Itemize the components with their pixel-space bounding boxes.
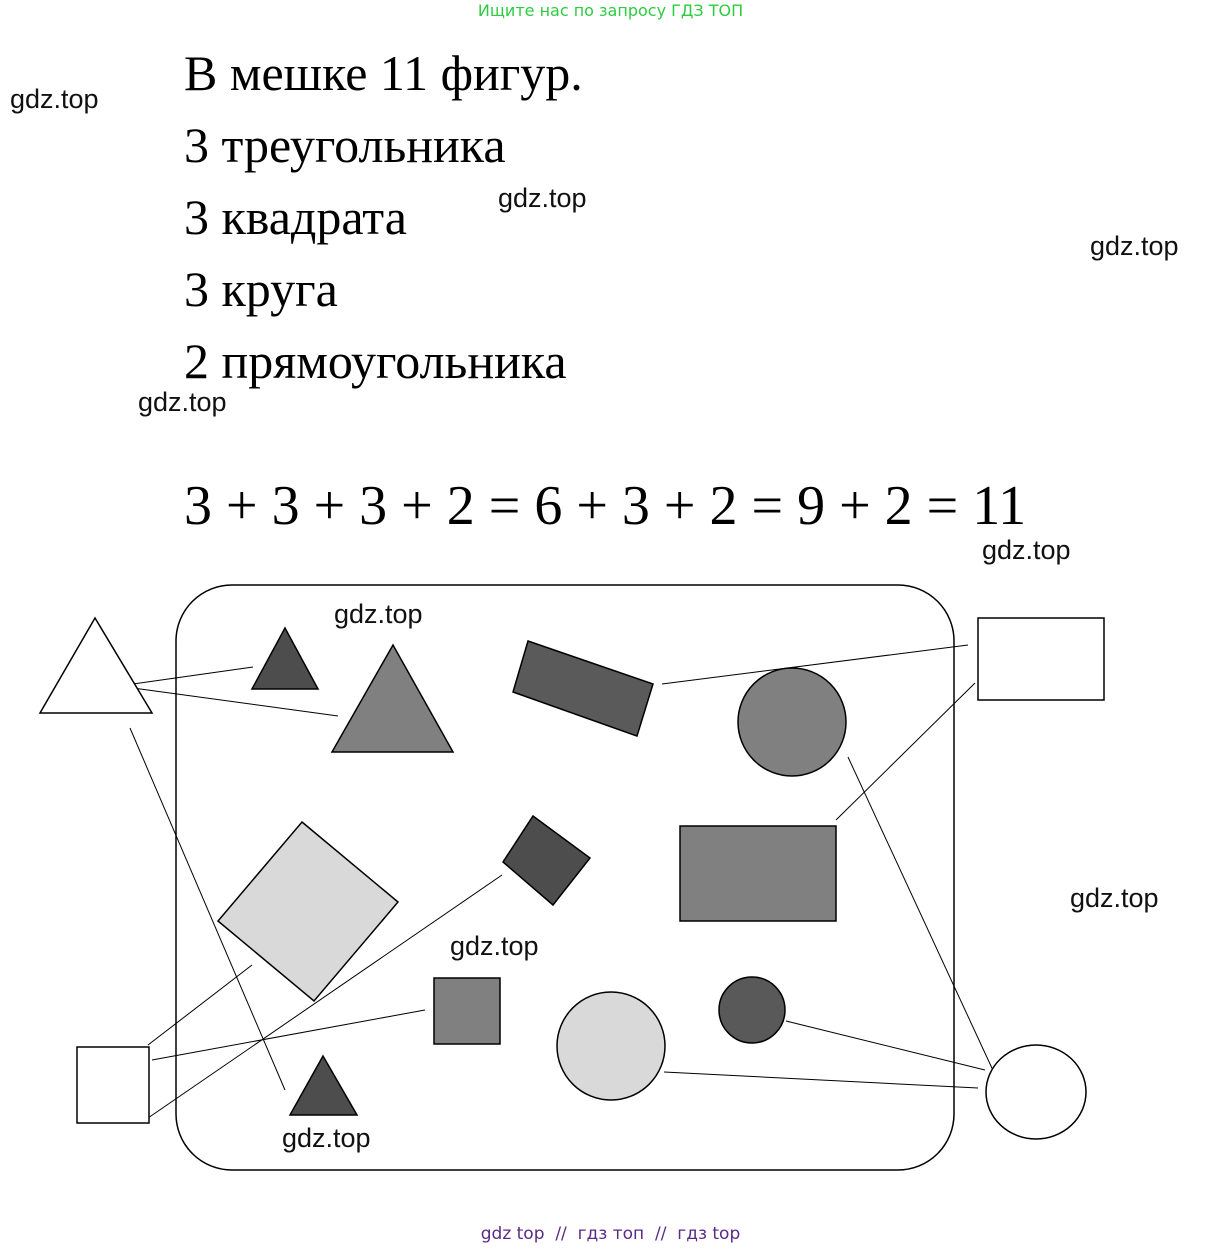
triangle-small-dark [250,626,320,690]
watermark: gdz.top [10,84,99,114]
watermark: gdz.top [1090,231,1179,261]
text-line-squares: 3 квадрата [184,189,407,245]
footer-links: gdz top // гдз топ // гдз top [0,1224,1221,1244]
watermark: gdz.top [138,387,227,417]
equation: 3 + 3 + 3 + 2 = 6 + 3 + 2 = 9 + 2 = 11 [184,475,1027,537]
text-line-total: В мешке 11 фигур. [184,45,583,101]
watermark: gdz.top [450,931,539,961]
watermark: gdz.top [1070,883,1159,913]
square-gray [433,977,501,1045]
outline-square [76,1046,150,1124]
triangle-large [330,643,455,753]
footer-separator: // [654,1224,667,1244]
watermark: gdz.top [334,599,423,629]
connector-lines [129,644,1004,1119]
triangle-bottom-dark [288,1054,359,1116]
text-line-triangles: 3 треугольника [184,117,506,173]
watermark: gdz.top [498,183,587,213]
outline-circle [985,1044,1087,1140]
footer-link[interactable]: gdz top [480,1224,545,1244]
footer-link[interactable]: гдз топ [577,1224,645,1244]
outline-rectangle [977,617,1105,701]
circle-gray [737,667,847,777]
watermark: gdz.top [282,1123,371,1153]
bag [175,584,955,1171]
footer-link[interactable]: гдз top [677,1224,741,1244]
text-line-circles: 3 круга [184,261,338,317]
text-line-rectangles: 2 прямоугольника [184,333,567,389]
outline-triangle [38,616,154,714]
watermark: gdz.top [982,535,1071,565]
rectangle-rotated [512,640,654,737]
circle-dark [718,976,786,1044]
square-dark-rotated [502,814,592,907]
circle-light [556,991,666,1101]
square-light-rotated [216,820,400,1003]
footer-separator: // [555,1224,567,1244]
search-banner[interactable]: Ищите нас по запросу ГДЗ ТОП [477,1,744,20]
rectangle-gray [679,825,837,922]
